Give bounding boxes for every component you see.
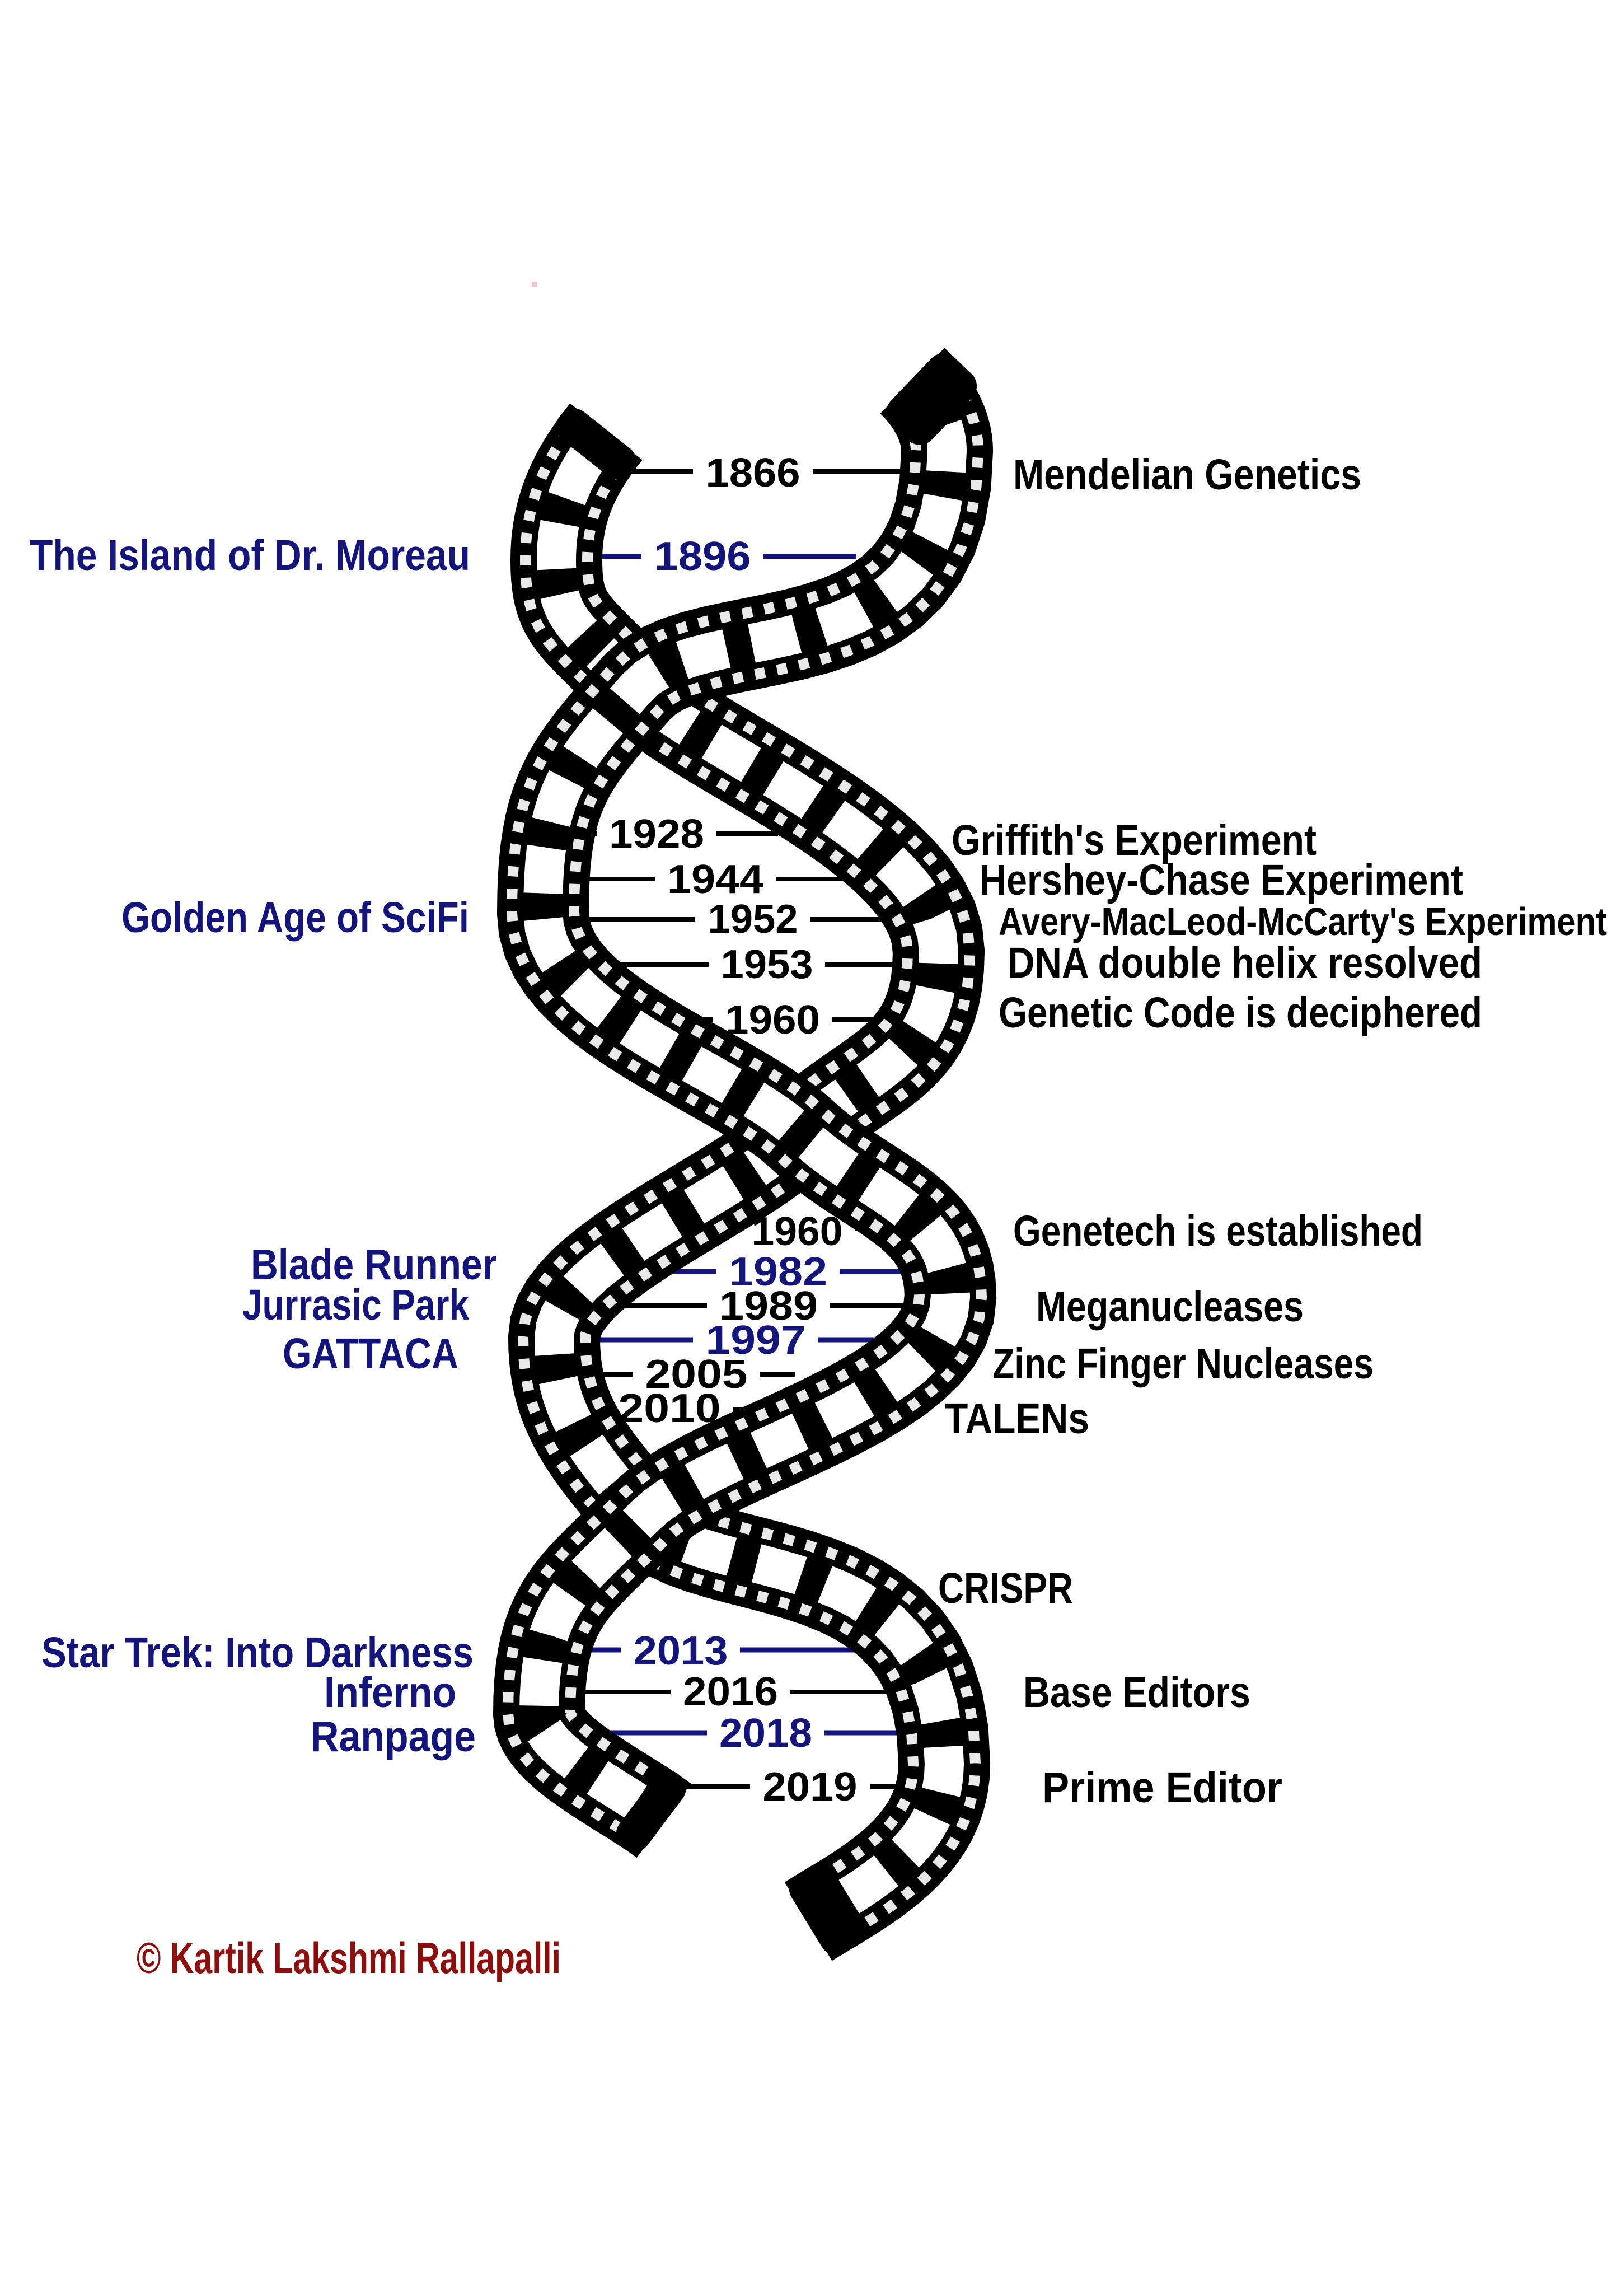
svg-text:DNA double helix resolved: DNA double helix resolved: [1008, 939, 1482, 987]
svg-text:1953: 1953: [721, 942, 813, 987]
svg-text:2013: 2013: [634, 1629, 728, 1673]
svg-text:1982: 1982: [729, 1250, 827, 1294]
svg-text:Genetic Code is deciphered: Genetic Code is deciphered: [999, 989, 1482, 1037]
svg-text:2010: 2010: [619, 1386, 721, 1431]
svg-text:TALENs: TALENs: [945, 1395, 1089, 1443]
svg-text:Inferno: Inferno: [324, 1668, 456, 1717]
svg-text:2018: 2018: [719, 1711, 812, 1756]
svg-text:1928: 1928: [609, 812, 704, 857]
svg-text:Avery-MacLeod-McCarty's Experi: Avery-MacLeod-McCarty's Experiment: [999, 900, 1607, 943]
svg-text:1960: 1960: [725, 998, 820, 1042]
svg-text:1952: 1952: [708, 897, 798, 942]
svg-text:1989: 1989: [719, 1284, 818, 1329]
svg-text:GATTACA: GATTACA: [283, 1330, 458, 1378]
svg-text:1866: 1866: [706, 451, 800, 495]
svg-text:Meganucleases: Meganucleases: [1036, 1283, 1304, 1331]
svg-text:Star Trek: Into Darkness: Star Trek: Into Darkness: [41, 1629, 474, 1677]
svg-text:© Kartik Lakshmi Rallapalli: © Kartik Lakshmi Rallapalli: [137, 1933, 561, 1982]
svg-text:1896: 1896: [654, 534, 751, 579]
svg-text:2016: 2016: [683, 1670, 778, 1714]
svg-text:Golden Age of SciFi: Golden Age of SciFi: [121, 894, 469, 942]
svg-text:Hershey-Chase Experiment: Hershey-Chase Experiment: [980, 856, 1463, 904]
svg-text:CRISPR: CRISPR: [938, 1564, 1073, 1612]
svg-text:2019: 2019: [763, 1765, 858, 1809]
svg-text:1960: 1960: [752, 1209, 843, 1254]
svg-text:Mendelian Genetics: Mendelian Genetics: [1013, 451, 1361, 499]
svg-text:Blade Runner: Blade Runner: [251, 1241, 497, 1289]
svg-text:2005: 2005: [645, 1352, 748, 1397]
svg-text:Ranpage: Ranpage: [311, 1713, 476, 1761]
svg-text:Griffith's Experiment: Griffith's Experiment: [952, 816, 1317, 864]
svg-text:Base Editors: Base Editors: [1023, 1668, 1250, 1717]
svg-text:Prime Editor: Prime Editor: [1042, 1764, 1282, 1812]
svg-text:Genetech is established: Genetech is established: [1013, 1207, 1423, 1255]
svg-text:1997: 1997: [706, 1318, 806, 1363]
svg-text:The Island of Dr. Moreau: The Island of Dr. Moreau: [30, 531, 470, 579]
svg-text:Jurrasic Park: Jurrasic Park: [242, 1281, 469, 1329]
svg-text:Zinc Finger Nucleases: Zinc Finger Nucleases: [992, 1340, 1374, 1388]
svg-text:1944: 1944: [667, 857, 763, 902]
